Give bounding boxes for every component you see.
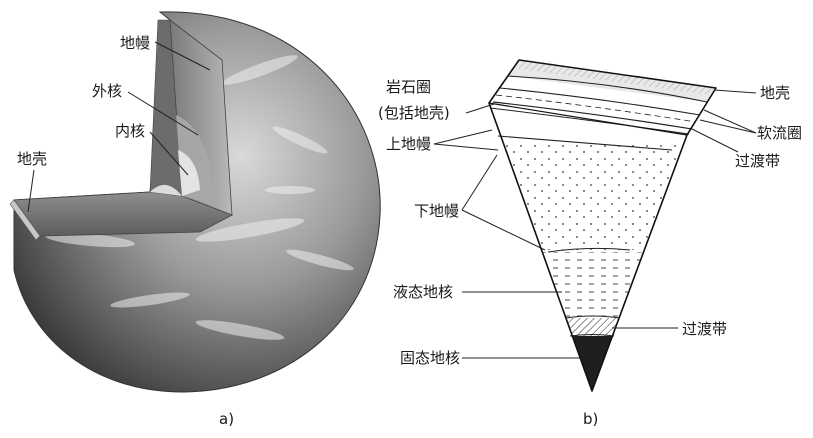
label-asthenosphere: 软流圈 bbox=[757, 124, 802, 142]
leader-upper-mantle-1 bbox=[434, 130, 492, 144]
label-transition-lower: 过渡带 bbox=[682, 320, 727, 338]
label-inner-core: 内核 bbox=[115, 122, 145, 140]
leader-lithosphere bbox=[466, 104, 494, 113]
caption-b: b) bbox=[583, 410, 598, 428]
label-transition-upper: 过渡带 bbox=[735, 152, 780, 170]
caption-a: a) bbox=[219, 410, 234, 428]
leader-crust-b bbox=[714, 90, 756, 93]
label-crust-a: 地壳 bbox=[17, 150, 47, 168]
leader-upper-mantle-2 bbox=[434, 144, 498, 150]
label-liquid-core: 液态地核 bbox=[393, 283, 453, 301]
layer-wedge bbox=[480, 50, 730, 400]
leader-asthenosphere-2 bbox=[700, 120, 756, 133]
label-lithosphere: 岩石圈 bbox=[386, 78, 431, 96]
leader-transition-upper bbox=[692, 129, 738, 152]
label-outer-core: 外核 bbox=[92, 82, 122, 100]
label-upper-mantle: 上地幔 bbox=[386, 135, 431, 153]
leader-lower-mantle-1 bbox=[462, 155, 497, 210]
globe-cutaway bbox=[10, 12, 380, 392]
label-solid-core: 固态地核 bbox=[400, 349, 460, 367]
label-crust-b: 地壳 bbox=[760, 84, 790, 102]
label-lower-mantle: 下地幔 bbox=[414, 202, 459, 220]
label-mantle: 地幔 bbox=[120, 34, 150, 52]
label-lithosphere-note: (包括地壳) bbox=[378, 104, 450, 122]
leader-asthenosphere-1 bbox=[704, 110, 756, 133]
